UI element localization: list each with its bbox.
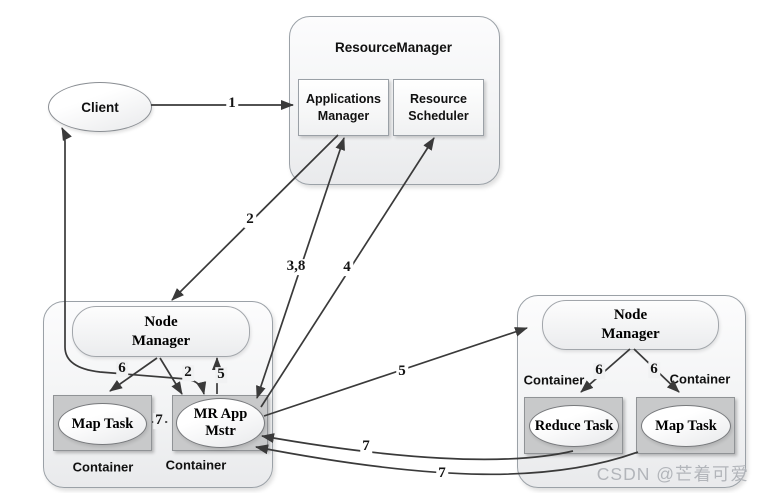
left-node-manager: Node Manager	[72, 306, 250, 357]
resource-scheduler-label: Resource Scheduler	[408, 92, 469, 123]
edge-label-2-short: 2	[182, 364, 194, 381]
mr-app-mstr-label: MR App Mstr	[193, 406, 248, 439]
left-node-manager-label: Node Manager	[131, 313, 191, 349]
edge-label-2-long: 2	[244, 211, 256, 228]
edge-label-7-reduce: 7	[360, 438, 372, 455]
edge-label-4: 4	[341, 259, 353, 276]
right-container-label-right: Container	[669, 371, 731, 387]
edge-label-6-left: 6	[116, 360, 128, 377]
left-map-task-label: Map Task	[71, 415, 134, 432]
client-ellipse: Client	[48, 82, 152, 132]
right-container-label-left: Container	[523, 372, 585, 388]
edge-label-3-8: 3,8	[284, 258, 308, 275]
edge-label-1: 1	[226, 95, 238, 112]
csdn-watermark: CSDN @芒着可爱	[596, 464, 749, 484]
right-node-manager: Node Manager	[542, 300, 719, 350]
reduce-task-label: Reduce Task	[534, 417, 614, 434]
edge-label-7-right-map: 7	[436, 465, 448, 482]
edge-label-5-short: 5	[215, 366, 227, 383]
right-map-task-label: Map Task	[655, 417, 717, 434]
reduce-task-ellipse: Reduce Task	[529, 405, 619, 447]
edge-label-6-right-map: 6	[648, 361, 660, 378]
applications-manager-label: Applications Manager	[305, 92, 381, 123]
edge-label-5-long: 5	[396, 363, 408, 380]
right-node-manager-label: Node Manager	[601, 307, 660, 342]
edge-label-7-left: 7	[153, 412, 165, 429]
applications-manager-box: Applications Manager	[298, 79, 389, 136]
left-container-label-2: Container	[165, 457, 227, 473]
edge-label-6-reduce: 6	[593, 362, 605, 379]
client-label: Client	[81, 99, 119, 115]
left-map-task-ellipse: Map Task	[58, 403, 147, 445]
mr-app-mstr-ellipse: MR App Mstr	[176, 398, 265, 448]
resource-manager-title: ResourceManager	[334, 40, 453, 55]
resource-scheduler-box: Resource Scheduler	[393, 79, 484, 136]
right-map-task-ellipse: Map Task	[641, 405, 731, 447]
left-container-label-1: Container	[72, 459, 134, 475]
